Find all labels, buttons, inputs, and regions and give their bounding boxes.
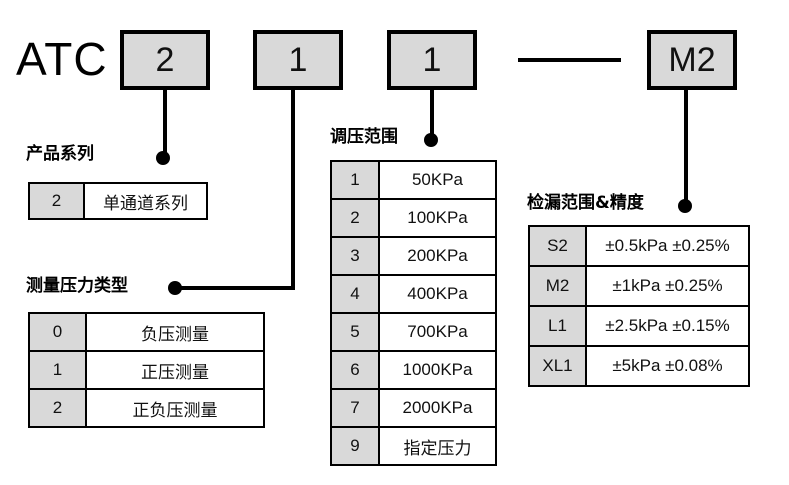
row-code: 1 — [30, 352, 87, 388]
table-regulation-range: 1 50KPa 2 100KPa 3 200KPa 4 400KPa 5 700… — [330, 160, 497, 466]
code-box-regulation-range-value: 1 — [422, 41, 442, 79]
row-code: 0 — [30, 314, 87, 350]
table-row[interactable]: 5 700KPa — [332, 314, 495, 352]
table-row[interactable]: 6 1000KPa — [332, 352, 495, 390]
table-row[interactable]: 2 100KPa — [332, 200, 495, 238]
leader-dot-pressure-type — [168, 281, 182, 295]
code-box-leak-range[interactable]: M2 — [647, 30, 737, 90]
row-value: 单通道系列 — [85, 184, 206, 218]
table-row[interactable]: 9 指定压力 — [332, 428, 495, 464]
table-row[interactable]: 0 负压测量 — [30, 314, 263, 352]
table-row[interactable]: XL1 ±5kPa ±0.08% — [530, 347, 748, 385]
caption-product-series: 产品系列 — [26, 144, 94, 164]
row-code: S2 — [530, 227, 587, 265]
leader-dot-series — [156, 151, 170, 165]
table-product-series: 2 单通道系列 — [28, 182, 208, 220]
model-prefix-label: ATC — [16, 33, 108, 85]
row-value: 400KPa — [380, 276, 495, 312]
row-value: 指定压力 — [380, 428, 495, 464]
table-row[interactable]: 1 50KPa — [332, 162, 495, 200]
caption-leak-range: 检漏范围&精度 — [527, 193, 644, 213]
row-value: 正压测量 — [87, 352, 263, 388]
table-row[interactable]: L1 ±2.5kPa ±0.15% — [530, 307, 748, 347]
caption-regulation-range: 调压范围 — [330, 127, 398, 147]
table-row[interactable]: 2 正负压测量 — [30, 390, 263, 426]
row-value: ±5kPa ±0.08% — [587, 347, 748, 385]
row-code: 5 — [332, 314, 380, 350]
table-row[interactable]: 1 正压测量 — [30, 352, 263, 390]
table-row[interactable]: M2 ±1kPa ±0.25% — [530, 267, 748, 307]
code-separator-dash — [518, 58, 621, 62]
leader-line-leak-range — [684, 90, 688, 208]
leader-line-pressure-type-vertical — [291, 90, 295, 290]
code-box-series-value: 2 — [155, 41, 175, 79]
table-row[interactable]: 4 400KPa — [332, 276, 495, 314]
table-row[interactable]: 7 2000KPa — [332, 390, 495, 428]
leader-dot-regulation-range — [424, 133, 438, 147]
table-leak-range: S2 ±0.5kPa ±0.25% M2 ±1kPa ±0.25% L1 ±2.… — [528, 225, 750, 387]
code-box-pressure-type[interactable]: 1 — [253, 30, 343, 90]
code-box-regulation-range[interactable]: 1 — [387, 30, 477, 90]
row-value: 1000KPa — [380, 352, 495, 388]
row-value: ±0.5kPa ±0.25% — [587, 227, 748, 265]
leader-dot-leak-range — [678, 199, 692, 213]
row-code: 6 — [332, 352, 380, 388]
table-row[interactable]: 2 单通道系列 — [30, 184, 206, 218]
table-pressure-type: 0 负压测量 1 正压测量 2 正负压测量 — [28, 312, 265, 428]
table-row[interactable]: S2 ±0.5kPa ±0.25% — [530, 227, 748, 267]
row-value: 700KPa — [380, 314, 495, 350]
row-value: 200KPa — [380, 238, 495, 274]
row-value: 正负压测量 — [87, 390, 263, 426]
row-code: 7 — [332, 390, 380, 426]
leader-line-series — [163, 90, 167, 160]
row-code: 2 — [30, 390, 87, 426]
row-code: M2 — [530, 267, 587, 305]
row-code: 9 — [332, 428, 380, 464]
table-row[interactable]: 3 200KPa — [332, 238, 495, 276]
row-value: 2000KPa — [380, 390, 495, 426]
row-value: 100KPa — [380, 200, 495, 236]
row-code: 4 — [332, 276, 380, 312]
row-value: ±1kPa ±0.25% — [587, 267, 748, 305]
row-code: 2 — [30, 184, 85, 218]
code-box-pressure-type-value: 1 — [288, 41, 308, 79]
row-value: ±2.5kPa ±0.15% — [587, 307, 748, 345]
row-value: 负压测量 — [87, 314, 263, 350]
leader-line-pressure-type-horizontal — [175, 286, 295, 290]
code-box-leak-range-value: M2 — [668, 41, 716, 79]
caption-pressure-type: 测量压力类型 — [26, 276, 128, 296]
leader-line-regulation-range — [430, 90, 434, 142]
code-box-series[interactable]: 2 — [120, 30, 210, 90]
row-code: 1 — [332, 162, 380, 198]
row-code: L1 — [530, 307, 587, 345]
row-value: 50KPa — [380, 162, 495, 198]
row-code: 2 — [332, 200, 380, 236]
row-code: XL1 — [530, 347, 587, 385]
row-code: 3 — [332, 238, 380, 274]
